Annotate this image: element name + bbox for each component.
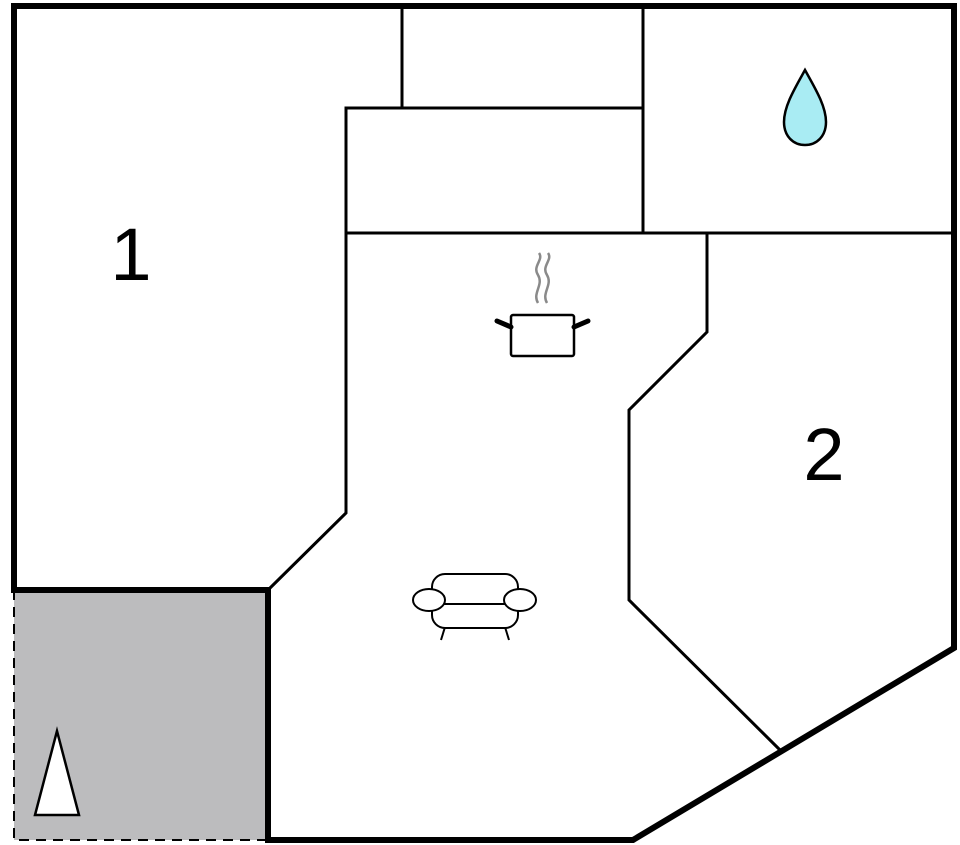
room-number-1: 1 (110, 213, 151, 296)
room-number-2: 2 (803, 413, 844, 496)
wall-bedroom-2 (627, 233, 782, 752)
exterior-walls (11, 3, 957, 843)
water-drop-icon (782, 67, 828, 147)
sofa-icon (412, 573, 537, 641)
interior-walls (266, 6, 954, 752)
wall-bedroom-1 (266, 6, 404, 592)
outer-wall (11, 3, 957, 843)
north-arrow-icon (33, 726, 81, 817)
cooking-pot-icon (494, 252, 591, 358)
